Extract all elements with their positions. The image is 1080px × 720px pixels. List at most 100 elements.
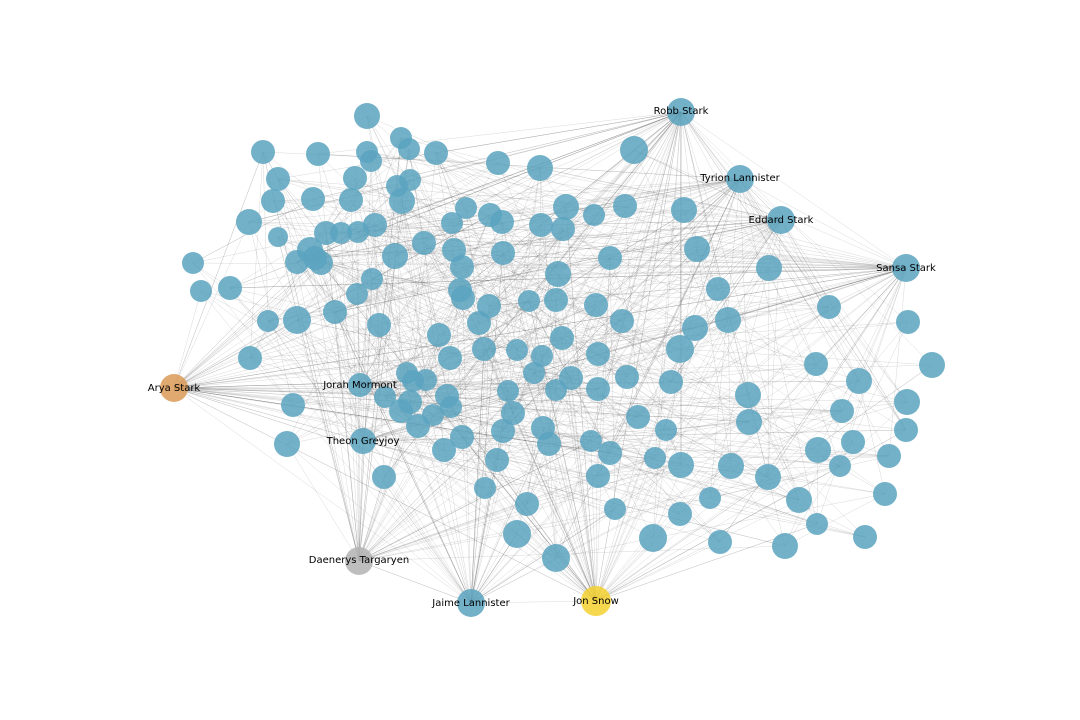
edge	[680, 111, 860, 382]
edge	[528, 219, 782, 302]
edge	[501, 111, 682, 223]
edge	[595, 111, 682, 602]
edge	[267, 320, 361, 386]
node	[551, 217, 575, 241]
node-theon	[350, 428, 376, 454]
edge	[609, 257, 616, 510]
node	[598, 441, 622, 465]
edge	[409, 152, 437, 403]
edge	[359, 380, 860, 386]
edge	[484, 464, 682, 489]
edge	[362, 430, 504, 442]
node	[877, 444, 901, 468]
edge	[470, 464, 682, 604]
edge	[507, 219, 782, 392]
edge	[652, 493, 886, 539]
node-label-tyrion: Tyrion Lannister	[699, 173, 780, 184]
node-label-daenerys: Daenerys Targaryen	[309, 555, 409, 566]
node	[830, 399, 854, 423]
edge	[858, 380, 886, 495]
edge	[249, 357, 535, 374]
edge	[357, 111, 682, 233]
edge	[435, 152, 611, 259]
edge	[516, 349, 599, 390]
node	[772, 533, 798, 559]
edge	[539, 167, 782, 221]
edge	[192, 262, 472, 604]
edge	[173, 380, 414, 389]
edge	[394, 111, 682, 257]
edge	[747, 267, 907, 396]
node	[699, 487, 721, 509]
edge	[173, 262, 322, 389]
edge	[358, 178, 741, 562]
edge	[526, 219, 782, 505]
edge	[362, 440, 616, 510]
edge	[406, 372, 639, 418]
edge	[296, 261, 408, 374]
node	[873, 482, 897, 506]
edge	[358, 228, 564, 562]
edge	[277, 111, 682, 180]
edge	[784, 493, 886, 547]
node	[367, 313, 391, 337]
edge	[317, 153, 461, 291]
node	[360, 150, 382, 172]
edge	[435, 152, 854, 443]
node	[668, 452, 694, 478]
edge	[320, 262, 461, 291]
node	[406, 414, 430, 438]
edge	[248, 178, 741, 223]
edge	[334, 311, 472, 604]
edge	[816, 267, 907, 525]
edge	[461, 266, 681, 350]
edge	[267, 320, 682, 466]
edge	[334, 178, 741, 313]
edge	[540, 224, 597, 602]
edge	[334, 311, 472, 604]
edge	[680, 111, 908, 403]
edge	[358, 380, 860, 562]
edge	[502, 178, 741, 432]
edge	[446, 395, 639, 418]
edge	[262, 151, 419, 427]
edge	[173, 387, 364, 442]
edge	[173, 387, 597, 602]
edge	[173, 267, 907, 389]
node	[805, 437, 831, 463]
edge	[286, 179, 411, 445]
node	[639, 524, 667, 552]
node	[544, 288, 568, 312]
edge	[340, 232, 360, 562]
edge	[597, 111, 682, 390]
edge	[362, 266, 463, 442]
edge	[637, 267, 907, 418]
node	[846, 368, 872, 394]
edge	[502, 178, 741, 432]
node-sansa	[892, 254, 920, 282]
edge	[358, 497, 711, 562]
edge	[435, 152, 597, 602]
edge	[562, 209, 685, 230]
edge	[555, 389, 907, 431]
node	[684, 236, 710, 262]
node	[467, 311, 491, 335]
node	[655, 419, 677, 441]
edge	[366, 151, 907, 269]
edge	[817, 267, 907, 451]
edge	[470, 348, 485, 604]
edge	[461, 111, 682, 438]
edge	[334, 311, 360, 562]
edge	[371, 221, 503, 280]
edge	[277, 178, 364, 442]
edge	[350, 199, 623, 322]
node	[451, 286, 475, 310]
edge	[680, 111, 830, 308]
node	[501, 401, 525, 425]
edge	[621, 178, 741, 322]
edge	[435, 152, 490, 307]
edge	[633, 149, 782, 221]
node	[346, 283, 368, 305]
edge	[406, 242, 425, 374]
